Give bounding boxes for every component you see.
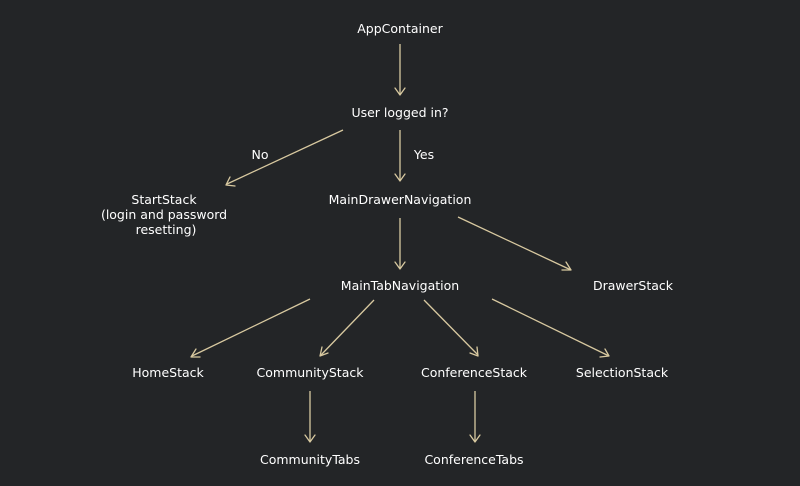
edges — [190, 44, 610, 443]
node-main-drawer-navigation: MainDrawerNavigation — [329, 192, 472, 207]
edge-maindrawer-to-maintab — [394, 218, 406, 270]
edge-maintab-to-conferencestack — [423, 299, 479, 357]
node-start-stack: StartStack (login and password resetting… — [101, 192, 231, 237]
edge-label-no: No — [252, 147, 269, 162]
node-app-container: AppContainer — [357, 21, 443, 36]
node-drawer-stack: DrawerStack — [593, 278, 674, 293]
edge-conferencestack-to-conferencetabs — [469, 391, 481, 443]
edge-maindrawer-to-drawerstack — [457, 216, 572, 271]
node-community-stack: CommunityStack — [257, 365, 365, 380]
node-selection-stack: SelectionStack — [576, 365, 669, 380]
node-main-tab-navigation: MainTabNavigation — [341, 278, 459, 293]
edge-label-yes: Yes — [413, 147, 434, 162]
edge-communitystack-to-communitytabs — [304, 391, 316, 443]
node-user-logged-in: User logged in? — [351, 105, 448, 120]
node-home-stack: HomeStack — [132, 365, 204, 380]
node-start-stack-line-3: resetting) — [136, 222, 197, 237]
node-start-stack-line-2: (login and password — [101, 207, 227, 222]
edge-appcontainer-to-userloggedin — [394, 44, 406, 96]
node-conference-tabs: ConferenceTabs — [424, 452, 523, 467]
edge-maintab-to-homestack — [190, 298, 311, 358]
node-start-stack-line-1: StartStack — [131, 192, 197, 207]
edge-maintab-to-communitystack — [319, 299, 375, 357]
node-conference-stack: ConferenceStack — [421, 365, 528, 380]
node-community-tabs: CommunityTabs — [260, 452, 360, 467]
edge-maintab-to-selectionstack — [491, 298, 610, 358]
edge-userloggedin-to-maindrawernavigation — [394, 130, 406, 182]
edge-userloggedin-to-startstack — [225, 129, 344, 187]
